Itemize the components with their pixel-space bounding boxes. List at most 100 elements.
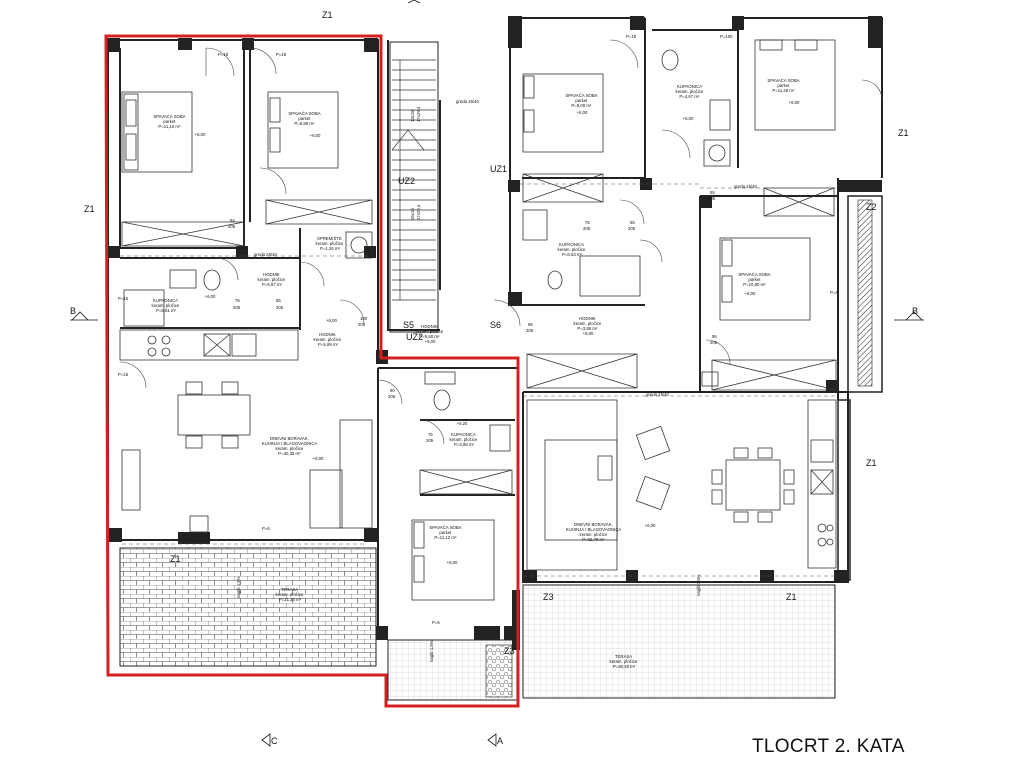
room-hall1: HODNIK keram. pločice P=5,67 m² [258, 272, 287, 287]
svg-text:205: 205 [708, 196, 716, 201]
svg-text:P=4: P=4 [830, 290, 838, 295]
wardrobe [526, 353, 638, 389]
room-bed6: SPAVAĆA SOBA parket P=11,12 m² +6,00 [429, 525, 462, 565]
wardrobe [121, 221, 245, 247]
highlighted-apartment-outline [104, 34, 520, 708]
svg-text:13x18: 13x18 [410, 110, 415, 122]
axis-labels: B B C A Z1 Z1 Z1 Z1 Z1 Z1 Z2 Z3 Z3 UZ1 U… [70, 10, 918, 746]
wardrobe [419, 469, 513, 495]
svg-text:UZ2: UZ2 [398, 176, 415, 186]
svg-text:205: 205 [583, 226, 591, 231]
section-markers [70, 0, 924, 747]
svg-text:P=6: P=6 [432, 620, 440, 625]
svg-text:Z3: Z3 [504, 646, 515, 656]
svg-text:205: 205 [388, 394, 396, 399]
svg-text:205: 205 [426, 438, 434, 443]
columns [106, 16, 882, 650]
furniture [119, 39, 837, 601]
room-bed3: SPAVAĆA SOBA parket P=9,00 m² +6,00 [565, 93, 598, 115]
wardrobe [711, 359, 837, 391]
svg-text:205: 205 [710, 340, 718, 345]
room-bath1-elev: +6,00 [205, 294, 216, 299]
svg-text:205: 205 [228, 224, 236, 229]
svg-text:Z3: Z3 [543, 592, 554, 602]
room-bath2: KUPAONICA keram. pločice P=6,63 m² [558, 242, 587, 257]
svg-text:15x18: 15x18 [410, 208, 415, 220]
room-living1: DNEVNI BORAVAK, KUHINJA I BLAGOVAONICA k… [262, 436, 324, 461]
room-hall3: HODNIK keram. pločice P=5,60 m² +6,00 [416, 324, 445, 344]
right-facade [837, 195, 883, 581]
room-bed1: SPAVAĆA SOBA parket P=11,10 m² +6,00 [153, 114, 206, 137]
svg-text:Z1: Z1 [322, 10, 333, 20]
svg-text:P=15: P=15 [118, 296, 129, 301]
svg-text:Z1: Z1 [898, 128, 909, 138]
terrace-middle-strip [387, 639, 519, 701]
svg-text:205: 205 [276, 305, 284, 310]
room-terrace2: TERASA keram. pločice P=30,30 m² [610, 654, 639, 669]
svg-text:100: 100 [360, 316, 368, 321]
svg-text:75: 75 [235, 298, 240, 303]
dimension-annotations: 84 205 75 205 100 205 55 205 80 205 75 2… [118, 34, 838, 662]
room-labels: SPAVAĆA SOBA parket P=11,10 m² +6,00 SPA… [152, 78, 800, 669]
svg-text:nagib 1,5%: nagib 1,5% [236, 576, 241, 598]
svg-text:UZ2: UZ2 [406, 332, 423, 342]
room-bath3: KUPAONICA keram. pločice P=4,67 m² +6,00 [676, 84, 705, 121]
svg-text:P=18: P=18 [218, 52, 229, 57]
svg-text:205: 205 [358, 322, 366, 327]
svg-text:P=6: P=6 [262, 526, 270, 531]
svg-text:Z1: Z1 [170, 554, 181, 564]
svg-text:nagib 1,5%: nagib 1,5% [429, 640, 434, 662]
svg-text:greda 25/40: greda 25/40 [456, 99, 480, 104]
svg-text:+6,00: +6,00 [326, 318, 337, 323]
svg-text:80: 80 [390, 388, 395, 393]
section-b-left: B [70, 306, 76, 316]
svg-text:205: 205 [233, 305, 241, 310]
svg-text:Z2: Z2 [866, 202, 877, 212]
svg-text:205: 205 [628, 226, 636, 231]
section-b-right: B [912, 306, 918, 316]
svg-text:17x29,4: 17x29,4 [416, 106, 421, 122]
wardrobe [522, 173, 604, 203]
svg-text:Z1: Z1 [866, 458, 877, 468]
room-bath4: KUPAONICA keram. pločice P=3,86 m² [450, 432, 479, 447]
svg-text:P=100: P=100 [720, 34, 733, 39]
svg-text:Z1: Z1 [84, 204, 95, 214]
svg-text:95: 95 [528, 322, 533, 327]
svg-text:nagib 1,5%: nagib 1,5% [696, 574, 701, 596]
svg-text:greda 25/40: greda 25/40 [254, 252, 278, 257]
svg-text:greda 25/40: greda 25/40 [734, 184, 758, 189]
svg-text:55: 55 [710, 190, 715, 195]
svg-text:84: 84 [230, 218, 235, 223]
svg-text:S6: S6 [490, 320, 501, 330]
section-a: A [497, 736, 503, 746]
svg-text:greda 25/40: greda 25/40 [646, 392, 670, 397]
svg-text:205: 205 [526, 328, 534, 333]
section-c: C [271, 736, 278, 746]
room-hall4: HODNIK keram. pločice P=3,86 m² +6,00 [574, 316, 603, 336]
svg-text:75: 75 [428, 432, 433, 437]
svg-text:55: 55 [630, 220, 635, 225]
svg-text:P=18: P=18 [276, 52, 287, 57]
terrace-right [522, 584, 836, 699]
room-bath4-elev: +6,20 [457, 421, 468, 426]
terrace-left [119, 547, 377, 667]
wardrobe [763, 187, 835, 217]
svg-text:P=15: P=15 [118, 372, 129, 377]
doors [119, 39, 883, 445]
room-bed4: SPAVAĆA SOBA parket P=11,28 m² +6,00 [767, 78, 800, 105]
beam-lines [120, 183, 838, 577]
room-bed5: SPAVAĆA SOBA parket P=10,80 m² +6,00 [738, 272, 771, 296]
svg-text:55: 55 [276, 298, 281, 303]
wardrobe [265, 199, 373, 225]
svg-text:75: 75 [585, 220, 590, 225]
staircase [389, 41, 439, 333]
svg-text:Z1: Z1 [786, 592, 797, 602]
svg-text:P=18: P=18 [626, 34, 637, 39]
room-bath1: KUPAONICA keram. pločice P=5,61 m² [152, 298, 181, 313]
room-terrace1: TERASA keram. pločice P=21,30 m² [276, 587, 305, 602]
svg-text:UZ1: UZ1 [490, 164, 507, 174]
room-storage: SPREMIŠTE keram. pločice P=1,26 m² [316, 236, 345, 251]
svg-text:95: 95 [712, 334, 717, 339]
svg-text:S5: S5 [403, 320, 414, 330]
